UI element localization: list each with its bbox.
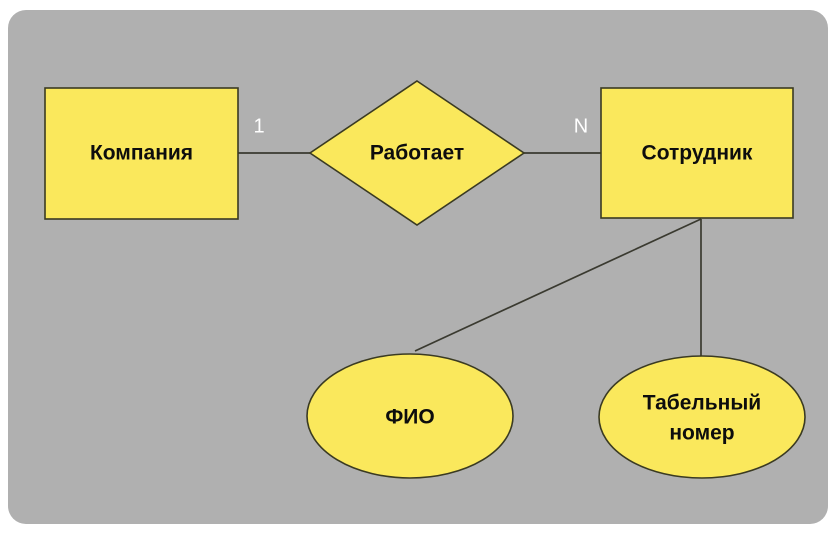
entity-company-label: Компания (90, 142, 193, 165)
entity-employee-label: Сотрудник (642, 142, 753, 165)
cardinality-label-one: 1 (253, 115, 264, 137)
attribute-personnel-number[interactable]: Табельный номер (598, 355, 806, 479)
entity-employee[interactable]: Сотрудник (600, 87, 794, 219)
connector-layer (238, 152, 702, 357)
cardinality-label-many: N (574, 115, 588, 137)
entity-company[interactable]: Компания (44, 87, 239, 220)
attribute-personnel-number-ellipse[interactable] (598, 355, 806, 479)
attribute-personnel-number-label-line2: номер (669, 422, 734, 445)
entity-employee-box[interactable] (600, 87, 794, 219)
attribute-fio-ellipse[interactable] (306, 353, 514, 479)
relationship-works-label: Работает (370, 142, 464, 165)
relationship-works[interactable]: Работает (308, 80, 526, 226)
attribute-personnel-number-label-line1: Табельный (643, 392, 761, 415)
relationship-works-diamond[interactable] (308, 80, 526, 226)
cardinality-layer: 1 N (253, 115, 588, 137)
connector-employee-to-fio (414, 218, 702, 352)
attribute-fio-label: ФИО (385, 406, 434, 429)
entity-company-box[interactable] (44, 87, 239, 220)
attribute-fio[interactable]: ФИО (306, 353, 514, 479)
